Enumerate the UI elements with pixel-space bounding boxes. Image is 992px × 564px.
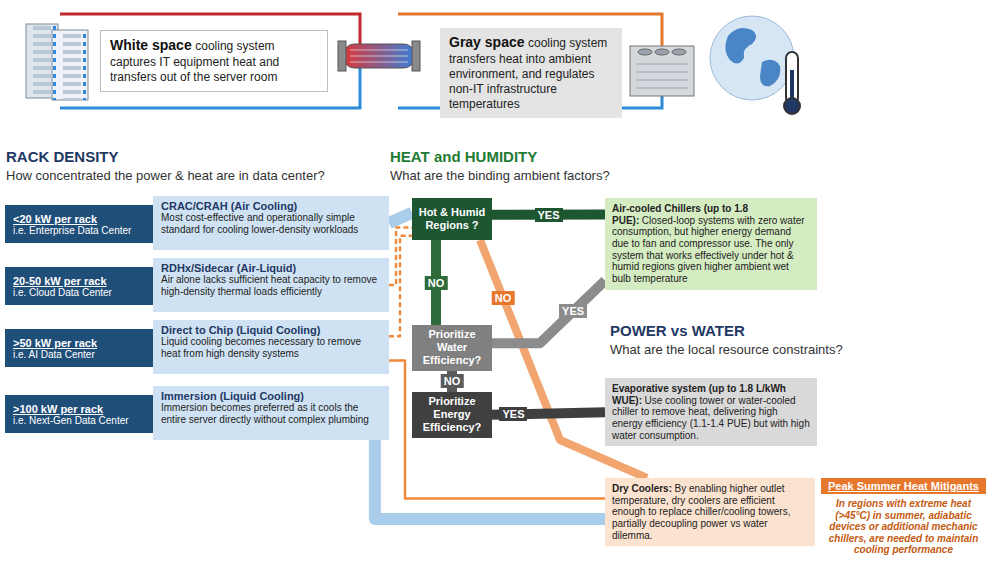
node-heading: 20-50 kW per rack [13,275,145,287]
globe-thermometer-icon-part [784,98,800,114]
heat-exchanger-icon-part [412,41,420,71]
node-text: Closed-loop systems with zero water cons… [612,215,805,284]
node-heading: Prioritize Energy Efficiency? [415,395,489,435]
node-heading: Direct to Chip (Liquid Cooling) [161,324,383,336]
node-heading: >100 kW per rack [13,403,145,415]
cooling-method-box: CRAC/CRAH (Air Cooling)Most cost-effecti… [153,196,389,250]
connector [389,236,412,336]
node-text: i.e. Cloud Data Center [13,287,145,298]
node-heading: <20 kW per rack [13,213,145,225]
section-heading: RACK DENSITY [6,148,119,165]
edge-label: YES [534,208,562,222]
node-heading: CRAC/CRAH (Air Cooling) [161,200,383,212]
node-heading: Prioritize Water Efficiency? [415,328,489,368]
rack-density-box: 20-50 kW per racki.e. Cloud Data Center [5,267,153,305]
globe-thermometer-icon-part [725,28,756,64]
node-heading: RDHx/Sidecar (Air-Liquid) [161,262,383,274]
cooling-method-box: RDHx/Sidecar (Air-Liquid)Air alone lacks… [153,258,389,312]
node-text: Air alone lacks sufficient heat capacity… [161,274,383,297]
connector [389,361,605,499]
node-text: Immersion becomes preferred as it cools … [161,402,383,425]
chiller-icon-part [630,46,694,96]
chiller-icon-part [638,49,652,55]
node-heading: >50 kW per rack [13,337,145,349]
section-question: What are the local resource constraints? [610,342,843,357]
edge-label: NO [492,291,515,305]
globe-thermometer-icon-part [710,16,794,100]
server-icon [26,24,88,100]
globe-thermometer-icon-part [760,60,780,87]
outcome-box: Evaporative system (up to 1.8 L/kWh WUE)… [605,378,817,446]
connector [389,213,412,223]
node-text: i.e. Enterprise Data Center [13,225,145,236]
outcome-box: Dry Coolers:By enabling higher outlet te… [605,478,815,546]
heat-exchanger-icon-part [350,56,408,57]
node-text: In regions with extreme heat (>45°C) in … [821,498,986,556]
connector [375,440,605,519]
edge-label: NO [425,276,448,290]
decision-box: Hot & Humid Regions ? [412,198,492,240]
outcome-box: Air-cooled Chillers (up to 1.8 PUE):Clos… [605,198,817,290]
decision-box: Prioritize Water Efficiency? [412,325,492,371]
node-heading: Dry Coolers: [612,483,672,494]
node-text: i.e. Next-Gen Data Center [13,415,145,426]
section-question: How concentrated the power & heat are in… [6,168,325,183]
chiller-icon [630,46,694,96]
globe-thermometer-icon [710,16,800,114]
globe-thermometer-icon-part [786,52,798,104]
heat-exchanger-icon-part [338,41,346,71]
server-icon-part [52,30,88,100]
decision-box: Prioritize Energy Efficiency? [412,392,492,438]
heat-exchanger-icon-part [350,62,408,63]
edge-label: YES [559,304,587,318]
gray-space-box: Gray spacecooling system transfers heat … [440,28,622,118]
cooling-method-box: Direct to Chip (Liquid Cooling)Liquid co… [153,320,389,374]
cooling-method-box: Immersion (Liquid Cooling)Immersion beco… [153,386,389,440]
edge-label: YES [499,407,527,421]
node-heading: Gray space [449,34,525,50]
chiller-icon-part [636,72,688,73]
chiller-icon-part [636,80,688,81]
rack-density-box: >100 kW per racki.e. Next-Gen Data Cente… [5,395,153,433]
rack-density-box: <20 kW per racki.e. Enterprise Data Cent… [5,205,153,243]
node-heading: Hot & Humid Regions ? [415,206,489,232]
chiller-icon-part [672,49,686,55]
chiller-icon-part [636,64,688,65]
heat-exchanger-icon-part [350,50,408,51]
node-heading: White space [110,37,192,53]
section-question: What are the binding ambient factors? [390,168,610,183]
node-heading: Immersion (Liquid Cooling) [161,390,383,402]
connector [492,281,605,344]
edge-label: NO [441,374,464,388]
white-space-box: White spacecooling system captures IT eq… [100,30,328,92]
section-heading: POWER vs WATER [610,322,745,339]
section-heading: HEAT and HUMIDITY [390,148,537,165]
mitigant-note: Peak Summer Heat Mitigants In regions wit… [821,478,986,556]
server-icon-part [52,30,88,100]
node-text: Most cost-effective and operationally si… [161,212,383,235]
heat-exchanger-icon [338,41,420,71]
chiller-icon-part [636,88,688,89]
chiller-icon-part [655,49,669,55]
heat-exchanger-icon-part [344,44,414,68]
node-heading: Peak Summer Heat Mitigants [821,478,986,494]
rack-density-box: >50 kW per racki.e. AI Data Center [5,329,153,367]
node-text: Liquid cooling becomes necessary to remo… [161,336,383,359]
node-text: i.e. AI Data Center [13,349,145,360]
